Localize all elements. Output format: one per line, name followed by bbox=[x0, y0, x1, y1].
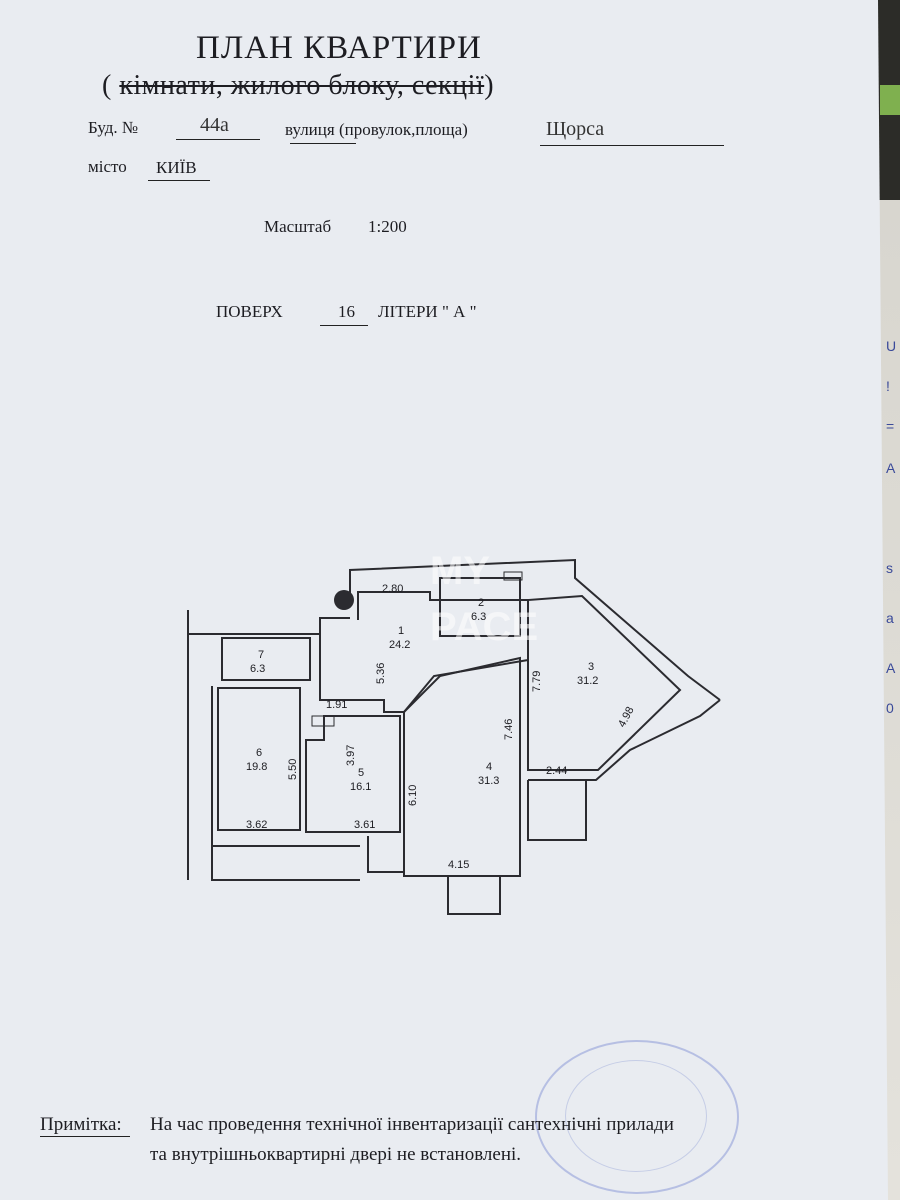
background-object bbox=[880, 85, 900, 115]
plan-walls bbox=[187, 558, 721, 915]
dimension-label: 7.46 bbox=[503, 719, 515, 740]
plan-watermark: MY PACE bbox=[430, 549, 538, 649]
dimension-label: 2.80 bbox=[382, 583, 403, 595]
room-5-area: 16.1 bbox=[350, 781, 371, 793]
dimension-label: 7.79 bbox=[531, 671, 543, 692]
side-mark: A bbox=[886, 660, 896, 676]
floor-label: ПОВЕРХ bbox=[216, 302, 283, 321]
room-4-outline bbox=[403, 656, 521, 877]
room-6-number: 6 bbox=[256, 747, 262, 759]
scale-value: 1:200 bbox=[368, 217, 407, 236]
city-underline bbox=[148, 180, 210, 181]
room-3-outline bbox=[527, 594, 682, 771]
subtitle-struck-text: кімнати, жилого блоку, секції bbox=[119, 70, 485, 101]
wall-top bbox=[349, 558, 721, 701]
room-3-number: 3 bbox=[588, 661, 594, 673]
dimension-label: 2.44 bbox=[546, 765, 567, 777]
wall-right bbox=[528, 699, 721, 781]
note-label-underline bbox=[40, 1136, 130, 1137]
subtitle-open: ( bbox=[102, 70, 120, 101]
room-2-area: 6.3 bbox=[471, 611, 486, 623]
letter-label: ЛІТЕРИ " А " bbox=[378, 302, 477, 321]
duct-symbol bbox=[311, 715, 335, 727]
side-mark: U bbox=[886, 338, 897, 354]
plan-details bbox=[311, 571, 523, 727]
street-label: вулиця (провулок,площа) bbox=[285, 120, 468, 139]
building-underline bbox=[176, 139, 260, 140]
note-label: Примітка: bbox=[40, 1114, 122, 1135]
side-mark: = bbox=[886, 418, 895, 434]
dimension-labels: 2.80 5.36 7.79 1.91 7.46 4.98 3.97 5.50 … bbox=[246, 583, 637, 871]
room-4-number: 4 bbox=[486, 761, 492, 773]
dimension-label: 6.10 bbox=[407, 785, 419, 806]
room-3-area: 31.2 bbox=[577, 675, 598, 687]
dimension-label: 5.36 bbox=[375, 663, 387, 684]
page-title: ПЛАН КВАРТИРИ bbox=[196, 30, 482, 66]
room-2-outline bbox=[439, 577, 521, 637]
city-value: КИЇВ bbox=[156, 158, 197, 177]
note-text-line-1: На час проведення технічної інвентаризац… bbox=[150, 1114, 674, 1135]
room-1-number: 1 bbox=[398, 625, 404, 637]
room-7-outline bbox=[221, 637, 311, 681]
scale-label: Масштаб bbox=[264, 217, 332, 236]
city-label: місто bbox=[88, 157, 127, 176]
side-mark: s bbox=[886, 560, 893, 576]
subtitle-close: ) bbox=[484, 70, 495, 101]
side-mark: ! bbox=[886, 378, 890, 394]
room-1-outline bbox=[319, 591, 529, 713]
dimension-label: 3.97 bbox=[345, 745, 357, 766]
room-4-area: 31.3 bbox=[478, 775, 499, 787]
room-7-area: 6.3 bbox=[250, 663, 265, 675]
street-value: Щорса bbox=[546, 118, 605, 140]
side-mark: a bbox=[886, 610, 894, 626]
room-5-number: 5 bbox=[358, 767, 364, 779]
dimension-label: 5.50 bbox=[287, 759, 299, 780]
wall-room6 bbox=[211, 686, 360, 881]
official-stamp bbox=[535, 1040, 739, 1194]
floor-plan: MY PACE 1 24.2 2 6.3 3 31.2 4 31.3 5 16.… bbox=[187, 549, 721, 915]
balcony-bottom bbox=[447, 876, 501, 915]
street-underline bbox=[540, 145, 724, 146]
watermark-word-2: PACE bbox=[430, 605, 538, 649]
wall-top-left bbox=[188, 617, 350, 635]
building-label: Буд. № bbox=[88, 118, 139, 137]
floor-value: 16 bbox=[338, 302, 355, 321]
page-subtitle: ( кімнати, жилого блоку, секції) bbox=[102, 70, 494, 102]
room-7-number: 7 bbox=[258, 649, 264, 661]
dimension-label: 3.61 bbox=[354, 819, 375, 831]
wall-mid-bottom bbox=[367, 836, 404, 873]
room-2-number: 2 bbox=[478, 597, 484, 609]
duct-symbol-2 bbox=[503, 571, 523, 581]
balcony-right bbox=[527, 780, 587, 841]
floor-underline bbox=[320, 325, 368, 326]
watermark-word-1: MY bbox=[430, 549, 490, 593]
dimension-label: 4.98 bbox=[616, 705, 637, 730]
note-text-line-2: та внутрішньоквартирні двері не встановл… bbox=[150, 1144, 522, 1165]
dimension-label: 1.91 bbox=[326, 699, 347, 711]
side-mark: 0 bbox=[886, 700, 894, 716]
building-value: 44а bbox=[200, 114, 229, 136]
room-6-area: 19.8 bbox=[246, 761, 267, 773]
street-label-underline bbox=[290, 143, 356, 144]
room-labels: 1 24.2 2 6.3 3 31.2 4 31.3 5 16.1 6 19.8… bbox=[246, 597, 598, 793]
side-mark: A bbox=[886, 460, 896, 476]
official-stamp-inner-ring bbox=[565, 1060, 707, 1172]
room-5-outline bbox=[305, 715, 401, 833]
riser-symbol bbox=[334, 590, 354, 610]
room-1-area: 24.2 bbox=[389, 639, 410, 651]
dimension-label: 4.15 bbox=[448, 859, 469, 871]
room-6-outline bbox=[217, 687, 301, 831]
dimension-label: 3.62 bbox=[246, 819, 267, 831]
